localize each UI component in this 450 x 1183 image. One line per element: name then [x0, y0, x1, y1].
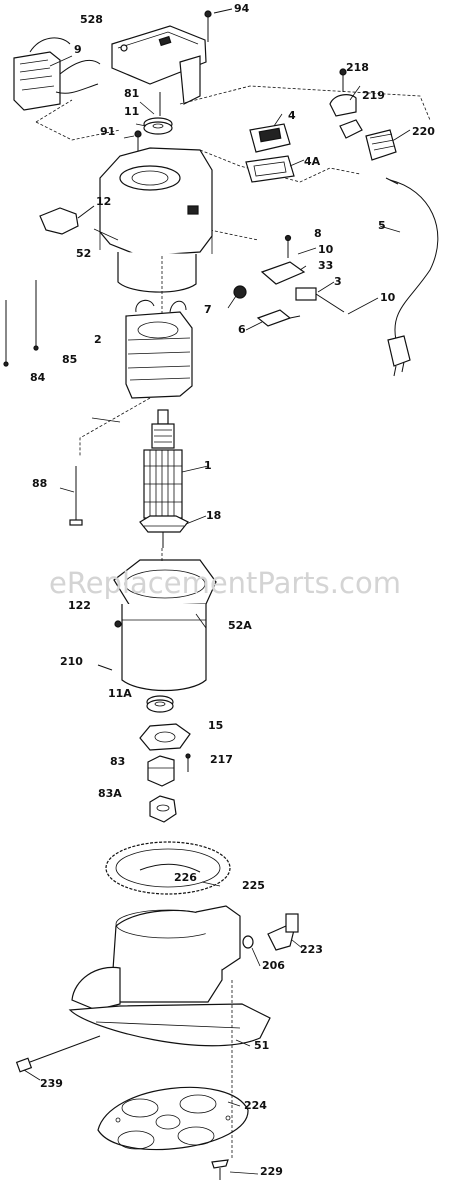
callout-52a: 52A — [228, 619, 252, 632]
part-15-retainer — [139, 723, 191, 772]
callout-6: 6 — [238, 323, 246, 336]
callout-8: 8 — [314, 227, 322, 240]
part-83a-collet-nut — [149, 795, 177, 823]
callout-91: 91 — [100, 125, 116, 138]
callout-11: 11 — [124, 105, 140, 118]
part-9-terminal-block — [13, 37, 101, 111]
part-83-collet — [147, 755, 175, 787]
part-224-sub-base — [97, 1086, 249, 1151]
callout-528: 528 — [80, 13, 103, 26]
part-528-motor-cap — [111, 25, 207, 105]
part-12-brush-holder — [39, 205, 95, 235]
callout-226: 226 — [174, 871, 197, 884]
callout-10-lower: 10 — [380, 291, 396, 304]
part-223-knob — [242, 913, 299, 951]
callout-229: 229 — [260, 1165, 283, 1178]
part-5-power-cord — [385, 177, 439, 377]
callout-33: 33 — [318, 259, 334, 272]
callout-218: 218 — [346, 61, 369, 74]
part-88-screw — [69, 466, 83, 526]
callout-15: 15 — [208, 719, 224, 732]
part-229-screw — [211, 1159, 229, 1180]
callout-1: 1 — [204, 459, 212, 472]
callout-5: 5 — [378, 219, 386, 232]
part-52-motor-housing — [99, 147, 213, 293]
callout-4: 4 — [288, 109, 296, 122]
callout-219: 219 — [362, 89, 385, 102]
callout-84: 84 — [30, 371, 46, 384]
callout-122: 122 — [68, 599, 91, 612]
callout-2: 2 — [94, 333, 102, 346]
part-122-screw — [114, 620, 122, 628]
callout-224: 224 — [244, 1099, 267, 1112]
callout-52: 52 — [76, 247, 92, 260]
part-33-terminal-plate — [233, 234, 345, 327]
callout-7: 7 — [204, 303, 212, 316]
callout-88: 88 — [32, 477, 48, 490]
callout-83a: 83A — [98, 787, 122, 800]
part-210-screw — [97, 664, 113, 671]
callout-3: 3 — [334, 275, 342, 288]
callout-12: 12 — [96, 195, 112, 208]
callout-220: 220 — [412, 125, 435, 138]
callout-51: 51 — [254, 1039, 270, 1052]
callout-210: 210 — [60, 655, 83, 668]
part-94-screw — [204, 8, 233, 42]
callout-83: 83 — [110, 755, 126, 768]
callout-94: 94 — [234, 2, 250, 15]
part-4-switch — [245, 123, 295, 183]
callout-18: 18 — [206, 509, 222, 522]
watermark: eReplacementParts.com — [49, 566, 401, 600]
callout-217: 217 — [210, 753, 233, 766]
callout-206: 206 — [262, 959, 285, 972]
part-1-armature — [139, 409, 189, 548]
part-220-strain-relief — [329, 68, 397, 161]
part-2-field-coil — [125, 299, 193, 399]
callout-9: 9 — [74, 43, 82, 56]
part-51-router-base — [68, 905, 271, 1047]
part-239-bolt — [15, 1035, 101, 1073]
callout-4a: 4A — [304, 155, 321, 168]
callout-10-upper: 10 — [318, 243, 334, 256]
callout-11a: 11A — [108, 687, 132, 700]
callout-223: 223 — [300, 943, 323, 956]
callout-239: 239 — [40, 1077, 63, 1090]
callout-225: 225 — [242, 879, 265, 892]
callout-81: 81 — [124, 87, 140, 100]
part-11a-bearing — [146, 695, 174, 713]
part-84-85-long-screws — [3, 280, 39, 367]
part-52a-lower-housing — [113, 559, 217, 692]
part-225-depth-ring — [105, 841, 231, 895]
callout-85: 85 — [62, 353, 78, 366]
part-11-bearing — [143, 92, 173, 135]
